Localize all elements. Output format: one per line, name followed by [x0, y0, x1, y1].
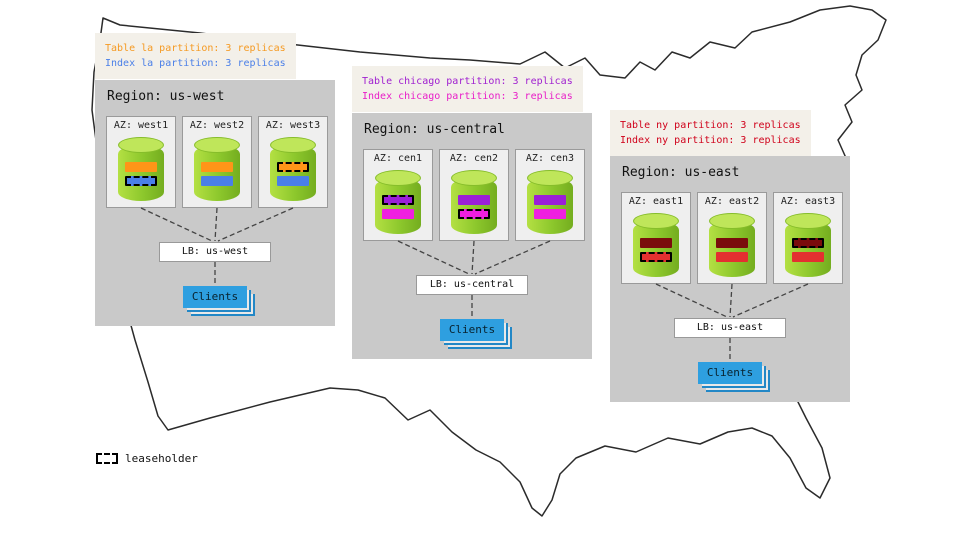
- cylinder-lid: [194, 137, 240, 153]
- cylinder-lid: [785, 213, 831, 229]
- region-title: Region: us-west: [107, 89, 225, 104]
- index-replica-bar: [382, 209, 414, 219]
- cylinder-body: [633, 221, 679, 277]
- index-replica-bar: [534, 209, 566, 219]
- cylinder-lid: [709, 213, 755, 229]
- cylinder-lid: [633, 213, 679, 229]
- cylinder-body: [785, 221, 831, 277]
- annotation-line-table-la: Table la partition: 3 replicas: [105, 43, 286, 54]
- table-replica-bar: [458, 195, 490, 205]
- az-label: AZ: west1: [113, 120, 169, 131]
- database-cylinder-icon: [375, 170, 421, 234]
- cylinder-body: [194, 145, 240, 201]
- az-label: AZ: east2: [704, 196, 760, 207]
- database-cylinder-icon: [270, 137, 316, 201]
- annotation-line-index-ny: Index ny partition: 3 replicas: [620, 135, 801, 146]
- legend-label: leaseholder: [125, 452, 198, 465]
- az-west2: AZ: west2: [182, 116, 252, 208]
- cylinder-body: [451, 178, 497, 234]
- table-replica-bar: [716, 238, 748, 248]
- annotation-line-table-ny: Table ny partition: 3 replicas: [620, 120, 801, 131]
- cylinder-lid: [375, 170, 421, 186]
- load-balancer-us-west: LB: us-west: [159, 242, 271, 262]
- az-east2: AZ: east2: [697, 192, 767, 284]
- annotation-us-central: Table chicago partition: 3 replicas Inde…: [352, 66, 583, 112]
- region-us-west: Region: us-west AZ: west1 AZ: west2: [95, 80, 335, 326]
- az-label: AZ: cen1: [373, 153, 423, 164]
- az-label: AZ: east1: [628, 196, 684, 207]
- cylinder-lid: [118, 137, 164, 153]
- cylinder-body: [375, 178, 421, 234]
- cylinder-lid: [527, 170, 573, 186]
- az-label: AZ: cen2: [449, 153, 499, 164]
- table-replica-bar: [125, 162, 157, 172]
- cylinder-lid: [270, 137, 316, 153]
- index-replica-bar: [716, 252, 748, 262]
- az-cen1: AZ: cen1: [363, 149, 433, 241]
- az-cen3: AZ: cen3: [515, 149, 585, 241]
- az-east3: AZ: east3: [773, 192, 843, 284]
- table-replica-bar: [382, 195, 414, 205]
- table-replica-bar: [277, 162, 309, 172]
- load-balancer-us-east: LB: us-east: [674, 318, 786, 338]
- clients-box: Clients: [698, 362, 762, 384]
- database-cylinder-icon: [527, 170, 573, 234]
- clients-box: Clients: [183, 286, 247, 308]
- region-us-central: Region: us-central AZ: cen1 AZ: cen2: [352, 113, 592, 359]
- region-us-east: Region: us-east AZ: east1 AZ: east2: [610, 156, 850, 402]
- database-cylinder-icon: [785, 213, 831, 277]
- region-title: Region: us-east: [622, 165, 740, 180]
- az-label: AZ: east3: [780, 196, 836, 207]
- database-cylinder-icon: [633, 213, 679, 277]
- load-balancer-us-central: LB: us-central: [416, 275, 528, 295]
- annotation-us-west: Table la partition: 3 replicas Index la …: [95, 33, 296, 79]
- index-replica-bar: [125, 176, 157, 186]
- database-cylinder-icon: [709, 213, 755, 277]
- database-cylinder-icon: [118, 137, 164, 201]
- annotation-line-index-chicago: Index chicago partition: 3 replicas: [362, 91, 573, 102]
- legend: leaseholder: [96, 452, 198, 465]
- leaseholder-swatch-icon: [96, 453, 118, 464]
- region-title: Region: us-central: [364, 122, 505, 137]
- database-cylinder-icon: [451, 170, 497, 234]
- az-west3: AZ: west3: [258, 116, 328, 208]
- index-replica-bar: [458, 209, 490, 219]
- az-label: AZ: cen3: [525, 153, 575, 164]
- cylinder-body: [118, 145, 164, 201]
- cylinder-lid: [451, 170, 497, 186]
- az-label: AZ: west3: [265, 120, 321, 131]
- annotation-line-table-chicago: Table chicago partition: 3 replicas: [362, 76, 573, 87]
- table-replica-bar: [201, 162, 233, 172]
- index-replica-bar: [640, 252, 672, 262]
- clients-box: Clients: [440, 319, 504, 341]
- az-east1: AZ: east1: [621, 192, 691, 284]
- index-replica-bar: [277, 176, 309, 186]
- annotation-line-index-la: Index la partition: 3 replicas: [105, 58, 286, 69]
- cylinder-body: [709, 221, 755, 277]
- az-cen2: AZ: cen2: [439, 149, 509, 241]
- table-replica-bar: [792, 238, 824, 248]
- cylinder-body: [527, 178, 573, 234]
- index-replica-bar: [201, 176, 233, 186]
- table-replica-bar: [534, 195, 566, 205]
- az-west1: AZ: west1: [106, 116, 176, 208]
- az-label: AZ: west2: [189, 120, 245, 131]
- cylinder-body: [270, 145, 316, 201]
- table-replica-bar: [640, 238, 672, 248]
- index-replica-bar: [792, 252, 824, 262]
- database-cylinder-icon: [194, 137, 240, 201]
- annotation-us-east: Table ny partition: 3 replicas Index ny …: [610, 110, 811, 156]
